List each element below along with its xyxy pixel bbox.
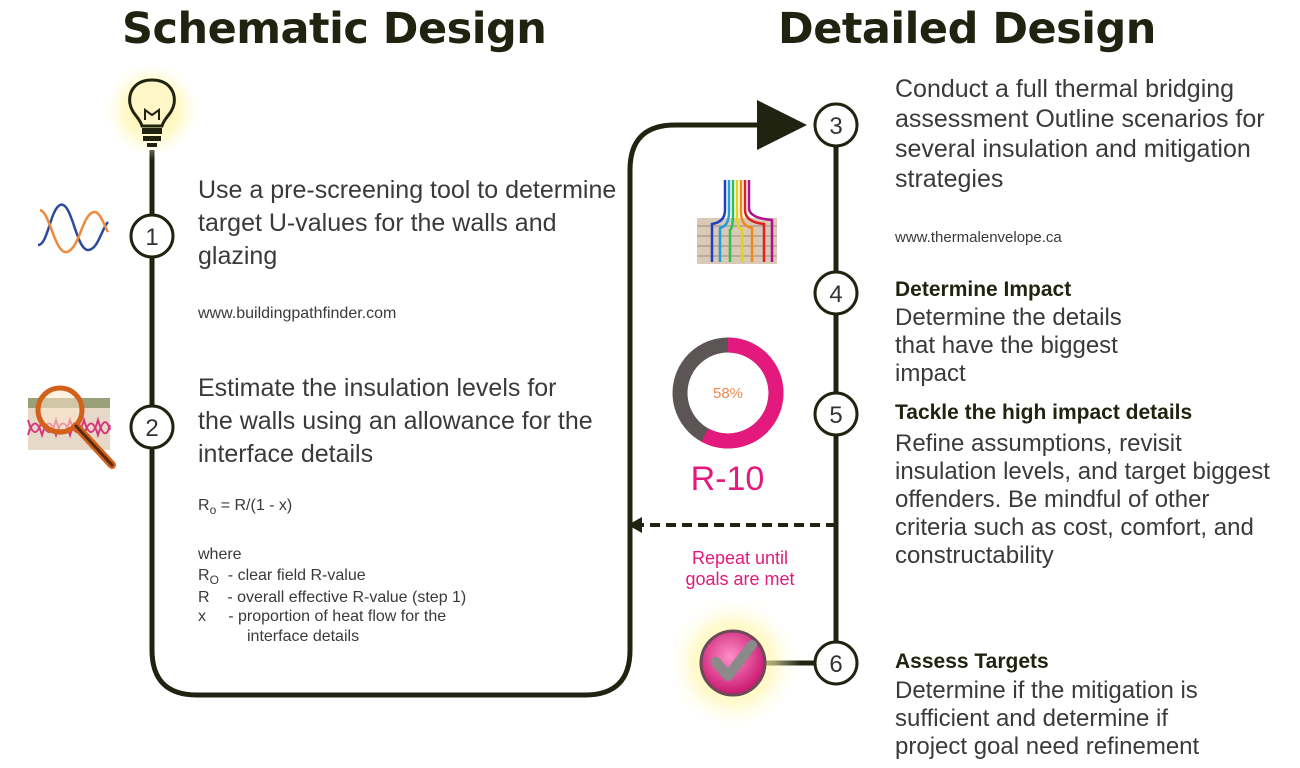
- step-3-url: www.thermalenvelope.ca: [895, 229, 1062, 246]
- formula: Ro = R/(1 - x): [198, 496, 292, 520]
- schematic-design-heading: Schematic Design: [122, 4, 547, 54]
- donut-chart: 58%: [672, 337, 784, 449]
- step-6-title: Assess Targets: [895, 650, 1049, 673]
- flow-line: [149, 100, 807, 698]
- donut-percent: 58%: [713, 385, 743, 402]
- step-2-text: Estimate the insulation levels for the w…: [198, 374, 593, 468]
- step-4-title: Determine Impact: [895, 278, 1072, 301]
- step-5-title: Tackle the high impact details: [895, 401, 1193, 424]
- wave-icon: [37, 203, 110, 254]
- formula-def-3-cont: interface details: [247, 628, 360, 645]
- checkmark-badge-icon: [665, 595, 801, 731]
- formula-where: where: [198, 546, 242, 563]
- step-1-text: Use a pre-screening tool to determine ta…: [198, 176, 617, 270]
- formula-def-2: R - overall effective R-value (step 1): [198, 589, 467, 606]
- formula-def-3: x - proportion of heat flow for the: [198, 608, 447, 625]
- svg-text:5: 5: [829, 402, 842, 429]
- step-circle-6: 6: [813, 640, 859, 686]
- formula-r: R: [198, 497, 210, 514]
- step-5-text: Refine assumptions, revisit insulation l…: [895, 430, 1270, 569]
- svg-text:1: 1: [145, 224, 158, 251]
- svg-text:2: 2: [145, 415, 158, 442]
- r-value-label: R-10: [690, 460, 765, 498]
- step-1-url: www.buildingpathfinder.com: [198, 305, 397, 322]
- repeat-label: Repeat until goals are met: [685, 548, 795, 589]
- formula-def-1: RO - clear field R-value: [198, 567, 366, 588]
- detailed-design-heading: Detailed Design: [778, 4, 1156, 54]
- step-6-text: Determine if the mitigation is sufficien…: [895, 677, 1200, 760]
- step-circle-3: 3: [813, 102, 859, 148]
- step-4-text: Determine the details that have the bigg…: [895, 304, 1122, 387]
- step-3-text: Conduct a full thermal bridging assessme…: [895, 75, 1265, 193]
- step-circle-1: 1: [129, 213, 175, 259]
- thermal-bridge-icon: [697, 180, 777, 264]
- lightbulb-icon: [102, 60, 202, 160]
- step-circle-5: 5: [813, 391, 859, 437]
- repeat-arrow-head: [628, 517, 642, 533]
- step-circle-2: 2: [129, 404, 175, 450]
- magnifier-icon: [27, 385, 116, 469]
- svg-text:6: 6: [829, 651, 842, 678]
- svg-text:3: 3: [829, 113, 842, 140]
- formula-r-sub: o: [209, 503, 217, 518]
- formula-rhs: = R/(1 - x): [216, 497, 293, 514]
- svg-text:4: 4: [829, 281, 842, 308]
- donut-value-arc: [701, 337, 784, 449]
- step-circle-4: 4: [813, 270, 859, 316]
